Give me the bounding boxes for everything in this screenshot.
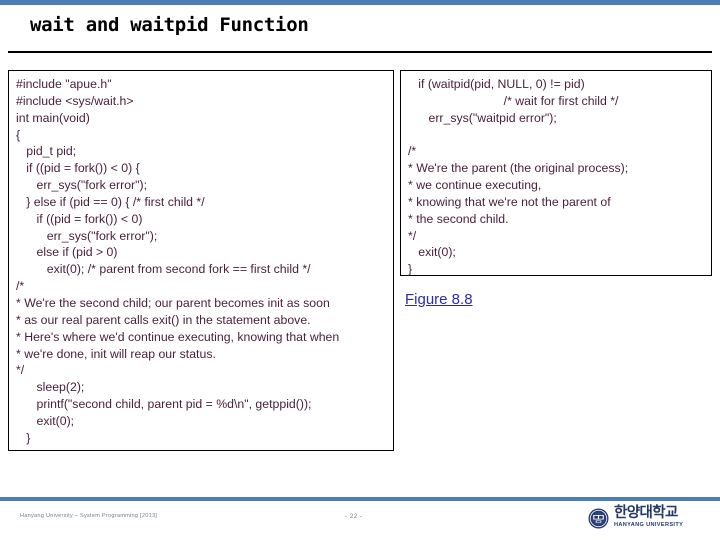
figure-link[interactable]: Figure 8.8 [405,291,473,308]
footer-course-note: Hanyang University – System Programming … [20,513,158,519]
code-line: * We're the parent (the original process… [408,161,629,176]
logo-text: 한양대학교 HANYANG UNIVERSITY [614,506,708,529]
code-line [408,127,718,144]
code-line: int main(void) [16,110,90,125]
code-line: * Here's where we'd continue executing, … [16,329,340,344]
right-code-block: if (waitpid(pid, NULL, 0) != pid) /* wai… [400,70,712,276]
code-line: } else if (pid == 0) { /* first child */ [16,194,205,209]
code-line: if ((pid = fork()) < 0) { [16,161,140,176]
left-code-block: #include "apue.h" #include <sys/wait.h> in… [8,70,394,451]
code-line: * We're the second child; our parent bec… [16,295,330,310]
code-line: /* wait for first child */ [408,93,619,108]
university-logo: 한양대학교 HANYANG UNIVERSITY [588,506,708,532]
code-line: */ [16,363,25,378]
code-line: exit(0); /* parent from second fork == f… [16,262,311,277]
code-line: * we're done, init will reap our status. [16,346,216,361]
code-line: /* [408,144,417,159]
code-line: /* [16,279,25,294]
code-line: err_sys("waitpid error"); [408,110,557,125]
code-line: pid_t pid; [16,144,77,159]
code-line: err_sys("fork error"); [16,228,158,243]
top-accent-bar [0,0,720,5]
code-line: * knowing that we're not the parent of [408,194,611,209]
right-code-lines: if (waitpid(pid, NULL, 0) != pid) /* wai… [401,76,718,278]
code-line: } [16,430,31,445]
footer-page-number: - 22 - [345,513,363,520]
code-line: else if (pid > 0) [16,245,118,260]
code-line: #include "apue.h" [16,77,112,91]
code-line: * as our real parent calls exit() in the… [16,312,311,327]
code-line: err_sys("fork error"); [16,178,148,193]
code-line: #include <sys/wait.h> [16,93,134,108]
logo-korean-name: 한양대학교 [614,505,678,521]
code-line: * the second child. [408,211,509,226]
code-line: if (waitpid(pid, NULL, 0) != pid) [408,77,585,91]
code-line: exit(0); [16,413,75,428]
title-divider [8,51,712,53]
code-line: */ [408,228,417,243]
code-line: exit(0); [408,245,456,260]
code-line: sleep(2); [16,380,85,395]
code-line: * we continue executing, [408,178,542,193]
code-line: printf("second child, parent pid = %d\n"… [16,397,312,412]
code-line: if ((pid = fork()) < 0) [16,211,143,226]
hanyang-emblem-icon [588,508,609,529]
footer-accent-bar [0,497,720,501]
code-line: } [408,262,413,277]
logo-english-name: HANYANG UNIVERSITY [614,522,684,528]
left-code-lines: #include "apue.h" #include <sys/wait.h> in… [9,76,400,447]
page-title: wait and waitpid Function [30,14,309,36]
code-line: { [16,127,21,142]
